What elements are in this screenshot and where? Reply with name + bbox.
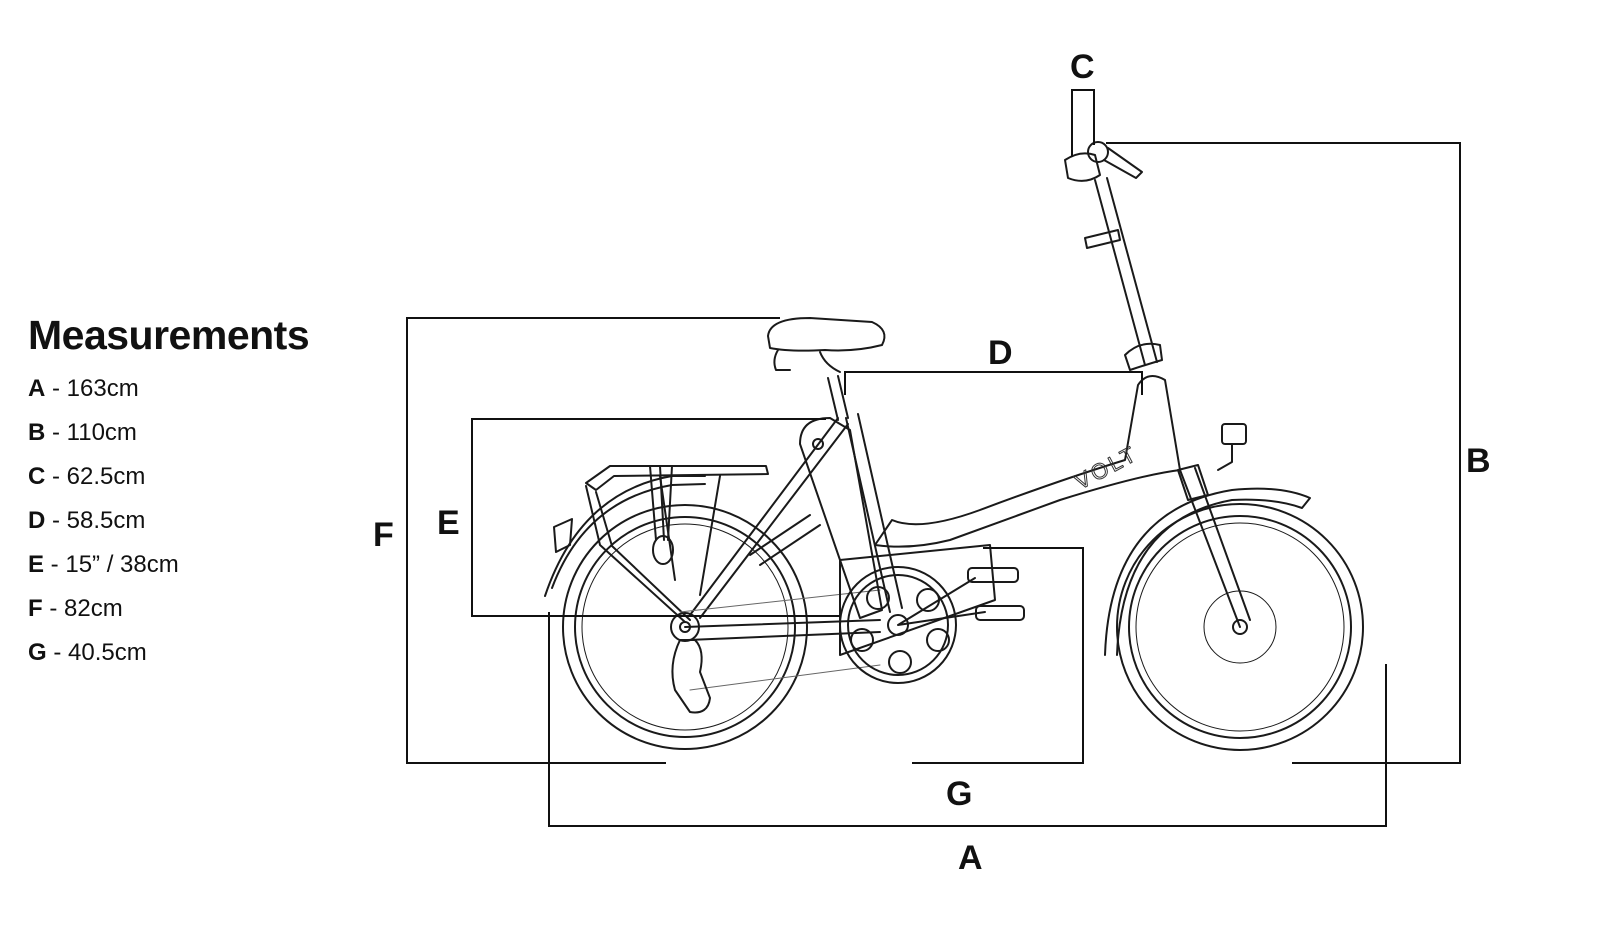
- dimension-label-f: F: [373, 516, 394, 554]
- legend-list: A - 163cm B - 110cm C - 62.5cm D - 58.5c…: [28, 367, 358, 675]
- pedal-rear: [975, 605, 1025, 621]
- seat-post: [827, 375, 849, 421]
- dimension-label-e: E: [437, 504, 460, 542]
- legend-item-g: G - 40.5cm: [28, 639, 147, 666]
- dimension-label-a: A: [958, 839, 983, 877]
- seat-tube: [845, 413, 903, 613]
- legend-item-c: C - 62.5cm: [28, 463, 146, 490]
- dimension-line-d: [844, 371, 1143, 395]
- stem: [1094, 177, 1158, 366]
- dimension-line-a: [548, 612, 1387, 827]
- pedal-front: [967, 567, 1019, 583]
- legend-item-f: F - 82cm: [28, 595, 123, 622]
- bell: [1087, 141, 1109, 163]
- brake-lever: [1103, 147, 1143, 179]
- dimension-label-c: C: [1070, 48, 1095, 86]
- front-wheel: [1116, 503, 1364, 751]
- crank-arm: [897, 577, 986, 626]
- dimension-labels: A B C D E F G: [373, 48, 1491, 877]
- legend-item-e: E - 15” / 38cm: [28, 551, 179, 578]
- legend-item-d: D - 58.5cm: [28, 507, 146, 534]
- bike-drawing: VOLT: [544, 141, 1364, 751]
- seat-stay: [689, 417, 849, 619]
- legend-item-a: A - 163cm: [28, 375, 139, 402]
- legend-item-b: B - 110cm: [28, 419, 137, 446]
- dimension-line-e: [471, 418, 840, 617]
- chain: [679, 589, 881, 691]
- dimension-label-g: G: [946, 775, 972, 813]
- main-frame: [874, 375, 1181, 548]
- fork: [1179, 467, 1251, 628]
- bungee-cord: [649, 465, 673, 541]
- saddle: [767, 317, 886, 352]
- handlebar-grip: [1064, 152, 1101, 182]
- dimension-line-b: [1106, 142, 1461, 764]
- rear-rack: [585, 465, 769, 623]
- front-fender: [1104, 487, 1311, 656]
- dimension-lines: [406, 89, 1461, 827]
- rear-derailleur: [671, 639, 711, 714]
- measurements-legend: Measurements A - 163cm B - 110cm C - 62.…: [28, 312, 358, 675]
- rear-reflector: [553, 518, 573, 553]
- dimension-label-d: D: [988, 334, 1013, 372]
- dimension-line-g: [912, 547, 1084, 764]
- dimension-line-f: [406, 317, 780, 764]
- legend-title: Measurements: [28, 312, 310, 358]
- dimension-line-c: [1071, 89, 1095, 157]
- dimension-label-b: B: [1466, 442, 1491, 480]
- front-light: [1217, 423, 1247, 471]
- chainring: [839, 566, 957, 684]
- stem-clamp: [1084, 229, 1121, 249]
- saddle-springs: [773, 349, 841, 373]
- fold-hinge: [1124, 342, 1163, 371]
